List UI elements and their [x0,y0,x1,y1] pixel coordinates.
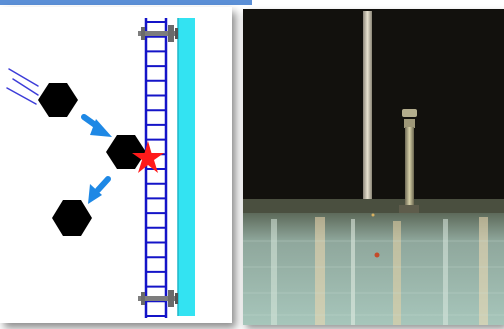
top-bolt [138,25,178,42]
motion-lines [7,69,38,104]
bottom-bolt-head-left [141,292,145,305]
reflection-5 [443,219,448,325]
reflection-1 [271,219,277,325]
photo-bolt-collar [404,119,415,128]
photo-bolt-base [399,205,419,213]
bottom-bolt-nut [168,290,174,307]
top-accent-bar [0,0,252,5]
photo-scene [243,9,504,325]
top-bolt-nut [168,25,174,42]
bottom-bolt-washer [175,293,178,304]
debris-dot-2 [372,214,375,217]
outgoing-arrow-shaft [98,179,108,190]
diagram-panel [0,7,232,323]
impact-diagram [0,7,232,323]
wall [178,18,195,316]
rebounding-particle-hexagon-icon [52,200,92,236]
reflection-3 [351,219,355,325]
experiment-photo [243,9,504,325]
impacting-particle-hexagon-icon [106,135,146,169]
top-bolt-head-left [141,27,145,40]
motion-line-1 [9,69,38,86]
vertical-rod [363,11,372,211]
debris-dot-1 [375,253,380,258]
photo-background-glow [243,9,504,209]
platform-edge [243,199,504,215]
photo-bolt-head [402,109,417,117]
incoming-particle-hexagon-icon [38,83,78,117]
photo-bolt-shaft [405,127,414,207]
outgoing-arrow-icon [88,179,108,204]
reflection-4 [393,221,401,325]
bottom-bolt [138,290,178,307]
reflection-6 [479,217,488,325]
platform-floor [243,213,504,325]
reflection-2 [315,217,325,325]
top-bolt-washer [175,28,178,39]
incoming-arrow-icon [84,117,112,137]
